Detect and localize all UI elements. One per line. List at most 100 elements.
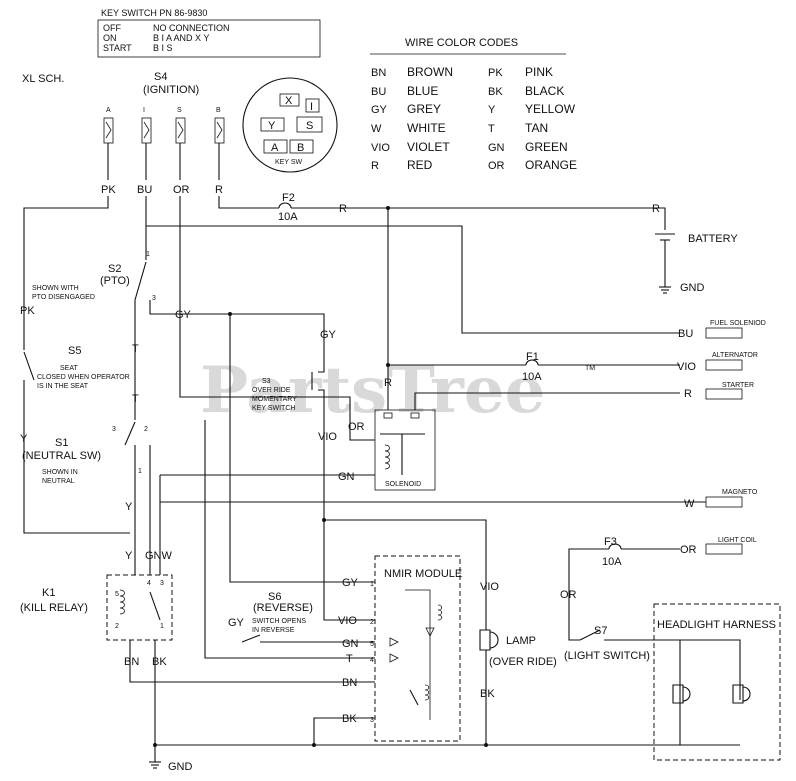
lamp-desc: (OVER RIDE) [489, 656, 557, 668]
kill-relay: K1 (KILL RELAY) 5 4 3 2 1 [20, 574, 173, 641]
watermark-tm: TM [585, 365, 595, 372]
switch-note: PTO DISENGAGED [32, 294, 95, 301]
legend-code: GY [371, 104, 388, 116]
connector-wire: VIO [677, 361, 696, 373]
connector-magneto: MAGNETO [680, 489, 758, 508]
switch-note: NEUTRAL [42, 478, 75, 485]
wires [23, 143, 741, 769]
connector-label: STARTER [722, 382, 754, 389]
wire-labels: PK Y Y Y GNW GY GY T T R R R VIO OR GN W… [20, 203, 695, 725]
legend-name: GREY [407, 102, 441, 116]
switch-desc: (REVERSE) [253, 602, 313, 614]
connector-light-coil: LIGHT COIL OR [680, 537, 757, 556]
switch-name: S6 [268, 591, 281, 603]
legend-name: GREEN [525, 140, 568, 154]
connector-starter: STARTER R [684, 382, 754, 400]
switch-pin: 2 [144, 426, 148, 433]
keysw-letter: X [285, 95, 293, 107]
key-switch-face: X I Y S A B KEY SW [242, 77, 338, 173]
module-pin: 2 [370, 619, 374, 626]
connector-wire: OR [680, 544, 697, 556]
legend-code: BU [371, 86, 386, 98]
legend-left-codes: BN BROWN BU BLUE GY GREY W WHITE VIO VIO… [371, 65, 453, 172]
legend-name: BLACK [525, 84, 564, 98]
fuse-f1-rating: 10A [522, 371, 542, 383]
connector-wire: R [684, 388, 692, 400]
key-switch-row-on-conn: B I A AND X Y [153, 33, 209, 43]
switch-note: SHOWN WITH [32, 285, 79, 292]
switch-name: S7 [594, 625, 607, 637]
wire-label: W [684, 498, 695, 510]
wire-label: BK [480, 688, 495, 700]
module-pin: 5 [370, 641, 374, 648]
key-switch-table: KEY SWITCH PN 86-9830 OFF NO CONNECTION … [97, 8, 321, 58]
legend-name: WHITE [407, 121, 446, 135]
keysw-label: KEY SW [275, 159, 302, 166]
switch-pin: 3 [112, 426, 116, 433]
wire-label: OR [560, 589, 577, 601]
wire-label: GN [338, 471, 355, 483]
switch-note: IN REVERSE [252, 627, 295, 634]
key-switch-title: KEY SWITCH PN 86-9830 [101, 8, 207, 18]
fuse-f3-name: F3 [604, 536, 617, 548]
switch-s3: S3 OVER RIDE MOMENTARY KEY SWITCH [252, 378, 297, 412]
wire-label: GY [175, 309, 192, 321]
legend-code: BK [488, 86, 503, 98]
wire-label: VIO [338, 615, 357, 627]
kill-relay-name: K1 [42, 587, 55, 599]
keysw-letter: I [310, 101, 313, 113]
switch-s7: S7 (LIGHT SWITCH) [564, 625, 650, 662]
headlight-harness: HEADLIGHT HARNESS [653, 603, 781, 761]
legend-code: BN [371, 67, 386, 79]
nmir-module: NMIR MODULE 1 2 5 4 3 [370, 555, 462, 742]
keysw-letter: B [297, 142, 304, 154]
wire-label-pk-top: PK [101, 184, 116, 196]
switch-note: SWITCH OPENS [252, 618, 306, 625]
relay-pin: 2 [115, 623, 119, 630]
legend-code: T [488, 123, 495, 135]
switch-name: S1 [55, 437, 68, 449]
switch-note: CLOSED WHEN OPERATOR [37, 374, 130, 381]
relay-pin: 4 [147, 580, 151, 587]
key-switch-row-off-pos: OFF [103, 23, 121, 33]
legend-code: Y [488, 104, 496, 116]
switch-pin: 3 [152, 295, 156, 302]
wire-label-bu-top: BU [137, 184, 152, 196]
legend-name: VIOLET [407, 140, 450, 154]
nmir-module-label: NMIR MODULE [384, 568, 462, 580]
connector-label: FUEL SOLENIOD [710, 320, 766, 327]
wire-label: BN [342, 677, 357, 689]
switch-s6: S6 (REVERSE) SWITCH OPENS IN REVERSE [241, 591, 313, 643]
key-switch-row-on-pos: ON [103, 33, 117, 43]
connector-label: ALTERNATOR [712, 352, 758, 359]
wire-label: BN [124, 656, 139, 668]
switch-note: OVER RIDE [252, 387, 291, 394]
legend-code: VIO [371, 142, 390, 154]
key-switch-row-start-pos: START [103, 43, 132, 53]
battery-gnd: GND [680, 282, 705, 294]
lamp: LAMP (OVER RIDE) [479, 629, 557, 668]
wire-label: Y [20, 433, 28, 445]
switch-s2: S2 (PTO) SHOWN WITH PTO DISENGAGED 1 3 [32, 251, 156, 302]
headlight-harness-label: HEADLIGHT HARNESS [657, 619, 776, 631]
legend-code: GN [488, 142, 505, 154]
legend-name: ORANGE [525, 158, 577, 172]
ignition-name: S4 [154, 71, 167, 83]
kill-relay-desc: (KILL RELAY) [20, 602, 88, 614]
switch-name: S5 [68, 345, 81, 357]
legend-code: W [371, 123, 382, 135]
schematic-label: XL SCH. [22, 73, 64, 85]
relay-pin: 1 [160, 623, 164, 630]
legend-name: TAN [525, 121, 548, 135]
switch-note: SEAT [60, 365, 78, 372]
battery-label: BATTERY [688, 233, 738, 245]
wire-label: GN [342, 638, 359, 650]
connector-label: MAGNETO [722, 489, 758, 496]
fuse-f2-name: F2 [282, 192, 295, 204]
relay-pin: 3 [160, 580, 164, 587]
fuse-f2-rating: 10A [278, 211, 298, 223]
wire-label: GY [320, 329, 337, 341]
wire-label: GY [342, 577, 359, 589]
module-pin: 1 [370, 581, 374, 588]
ignition-desc: (IGNITION) [143, 84, 199, 96]
